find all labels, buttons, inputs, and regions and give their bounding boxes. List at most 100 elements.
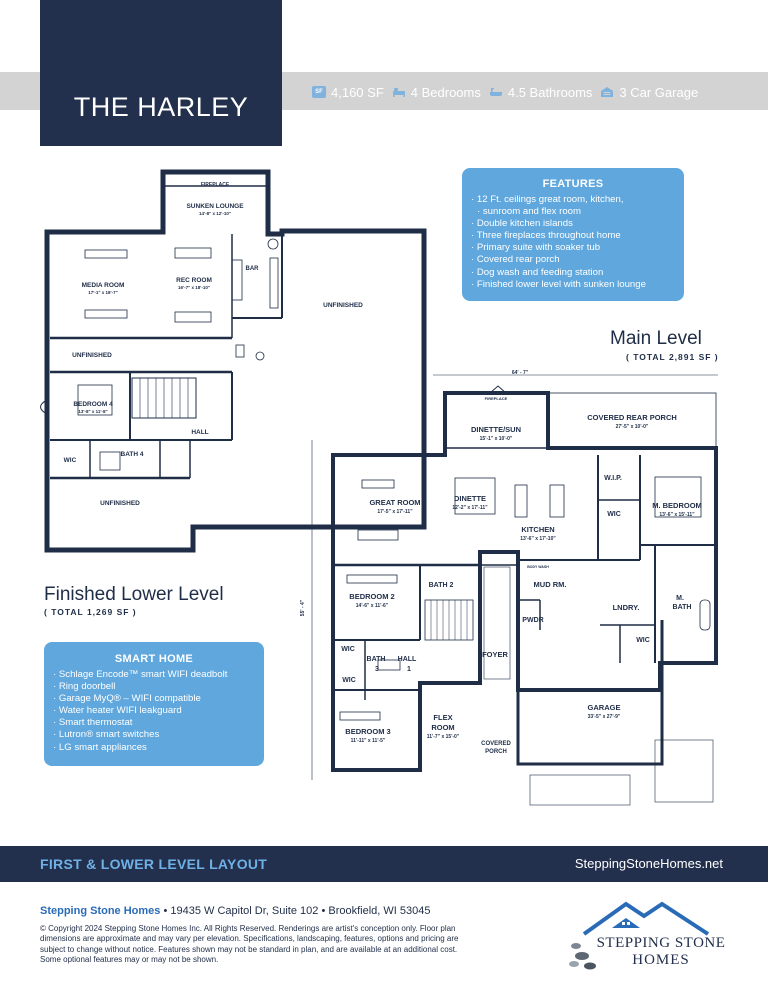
smart-home-box: SMART HOME Schlage Encode™ smart WIFI de… (44, 642, 264, 766)
smart-home-item: Schlage Encode™ smart WIFI deadbolt (53, 669, 264, 681)
ml-wic-b3-label: WIC (342, 677, 356, 684)
ll-sunken-lounge-label: SUNKEN LOUNGE (186, 203, 244, 210)
ll-bedroom4-dim: 13'-8" x 11'-8" (78, 409, 107, 414)
ml-m-bath-label-2: BATH (673, 604, 692, 611)
ll-rec-room-label: REC ROOM (176, 277, 212, 284)
ll-unfinished-left-label: UNFINISHED (72, 352, 112, 359)
ml-bedroom3-label: BEDROOM 3 (345, 727, 390, 736)
feature-item: Finished lower level with sunken lounge (471, 279, 684, 291)
ll-bedroom4-label: BEDROOM 4 (73, 401, 113, 408)
website-link[interactable]: SteppingStoneHomes.net (574, 856, 723, 871)
floor-plans: FIREPLACE SUNKEN LOUNGE 14'-8" x 12'-10"… (40, 169, 718, 806)
ml-covered-rear-porch-dim: 27'-5" x 10'-0" (616, 424, 649, 430)
ml-dinette-sun-label: DINETTE/SUN (471, 425, 521, 434)
city-state-zip: Brookfield, WI 53045 (328, 905, 431, 917)
feature-item: 12 Ft. ceilings great room, kitchen, (471, 194, 684, 206)
ml-mud-rm-label: MUD RM. (534, 580, 567, 589)
smart-home-heading: SMART HOME (114, 653, 194, 665)
ml-wic-master-label: WIC (607, 511, 621, 518)
main-level-plan (311, 374, 718, 806)
ml-covered-porch-label-2: PORCH (485, 749, 507, 755)
ml-flex-dim: 11'-7" x 15'-0" (427, 734, 460, 740)
feature-item: Dog wash and feeding station (471, 267, 684, 279)
logo-line-2: HOMES (632, 952, 690, 968)
ml-pwdr-label: PWDR (522, 617, 543, 624)
bathtub-icon (489, 88, 502, 96)
smart-home-list: Schlage Encode™ smart WIFI deadbolt Ring… (53, 669, 264, 754)
square-feet-value: 4,160 SF (331, 84, 384, 100)
smart-home-item: Lutron® smart switches (53, 729, 264, 741)
ml-dinette-sun-dim: 15'-1" x 10'-0" (480, 436, 513, 442)
bathrooms-value: 4.5 Bathrooms (507, 84, 593, 100)
feature-item: Primary suite with soaker tub (471, 242, 684, 254)
smart-home-item: Smart thermostat (53, 717, 264, 729)
features-heading: FEATURES (542, 178, 604, 190)
ll-hall-label: HALL (191, 429, 208, 436)
ll-unfinished-right-label: UNFINISHED (323, 302, 363, 309)
sf-icon: SF (312, 86, 326, 98)
feature-item: Covered rear porch (471, 254, 684, 266)
title-block (40, 0, 282, 146)
ml-hall-label-2: 1 (407, 666, 411, 673)
ml-dinette-label: DINETTE (454, 494, 486, 503)
ml-covered-rear-porch-label: COVERED REAR PORCH (587, 413, 677, 422)
stat-square-feet: SF 4,160 SF (312, 85, 384, 100)
smart-home-item: Ring doorbell (53, 681, 264, 693)
main-width-dimension: 64' - 7" (512, 370, 529, 376)
main-level-title: Main Level (610, 328, 702, 349)
layout-label: FIRST & LOWER LEVEL LAYOUT (40, 856, 268, 872)
main-level-total: ( TOTAL 2,891 SF ) (626, 352, 719, 362)
ll-bar-label: BAR (246, 266, 260, 272)
ll-media-room-label: MEDIA ROOM (82, 282, 125, 289)
lower-level-plan (40, 169, 427, 553)
copyright-text: © Copyright 2024 Stepping Stone Homes In… (40, 924, 459, 964)
ml-m-bath-label-1: M. (676, 595, 684, 602)
ml-m-bedroom-label: M. BEDROOM (652, 501, 702, 510)
main-level-labels: 64' - 7" 55' - 4" FIREPLACE DINETTE/SUN … (300, 370, 702, 755)
feature-item: sunroom and flex room (471, 206, 684, 218)
company-logo (569, 901, 710, 970)
smart-home-item: LG smart appliances (53, 742, 264, 754)
ml-flex-label-2: ROOM (431, 723, 454, 732)
ml-foyer-label: FOYER (482, 650, 508, 659)
bedrooms-value: 4 Bedrooms (410, 84, 481, 100)
lower-level-title: Finished Lower Level (44, 584, 224, 605)
ll-bath4-label: BATH 4 (121, 451, 144, 458)
plan-title: THE HARLEY (73, 92, 249, 122)
ml-hall-label-1: HALL (398, 656, 417, 663)
bed-icon (392, 88, 405, 97)
ll-media-room-dim: 17'-1" x 18'-7" (88, 290, 117, 295)
ml-kitchen-label: KITCHEN (521, 525, 554, 534)
logo-line-1: STEPPING STONE (596, 935, 726, 951)
ml-m-bedroom-dim: 13'-6" x 15'-11" (659, 512, 695, 518)
ml-garage-dim: 33'-5" x 27'-9" (588, 714, 621, 720)
features-box: FEATURES 12 Ft. ceilings great room, kit… (462, 168, 684, 301)
smart-home-item: Garage MyQ® – WIFI compatible (53, 693, 264, 705)
garage-value: 3 Car Garage (619, 84, 699, 100)
address-separator: • (163, 905, 168, 917)
feature-item: Three fireplaces throughout home (471, 230, 684, 242)
ml-dinette-dim: 12'-2" x 17'-11" (452, 505, 488, 511)
ml-body-wash-label: BODY WASH (527, 565, 549, 569)
ml-bath2-label: BATH 2 (429, 582, 454, 589)
company-name: Stepping Stone Homes (40, 905, 161, 917)
ml-bedroom3-dim: 11'-11" x 11'-5" (351, 738, 386, 744)
footer-band (0, 846, 768, 882)
ll-fireplace-label: FIREPLACE (201, 182, 230, 188)
ll-unfinished-bottom-label: UNFINISHED (100, 500, 140, 507)
ll-sunken-lounge-dim: 14'-8" x 12'-10" (199, 211, 231, 216)
ml-bedroom2-dim: 14'-6" x 11'-6" (356, 603, 389, 609)
stats-bar: SF 4,160 SF 4 Bedrooms 4.5 Bathrooms 3 C… (312, 82, 706, 102)
stat-garage: 3 Car Garage (600, 85, 698, 100)
ml-kitchen-dim: 13'-6" x 17'-10" (520, 536, 556, 542)
street-address: 19435 W Capitol Dr, Suite 102 (170, 905, 319, 917)
ml-covered-porch-label-1: COVERED (481, 741, 511, 747)
ml-great-room-label: GREAT ROOM (369, 498, 420, 507)
ll-wic-label: WIC (64, 457, 77, 464)
ml-wip-label: W.I.P. (604, 475, 622, 482)
lower-level-total: ( TOTAL 1,269 SF ) (44, 607, 137, 617)
ml-bedroom2-label: BEDROOM 2 (349, 592, 394, 601)
main-depth-dimension: 55' - 4" (300, 599, 306, 616)
feature-item: Double kitchen islands (471, 218, 684, 230)
ml-bath3-label-1: BATH (367, 656, 386, 663)
